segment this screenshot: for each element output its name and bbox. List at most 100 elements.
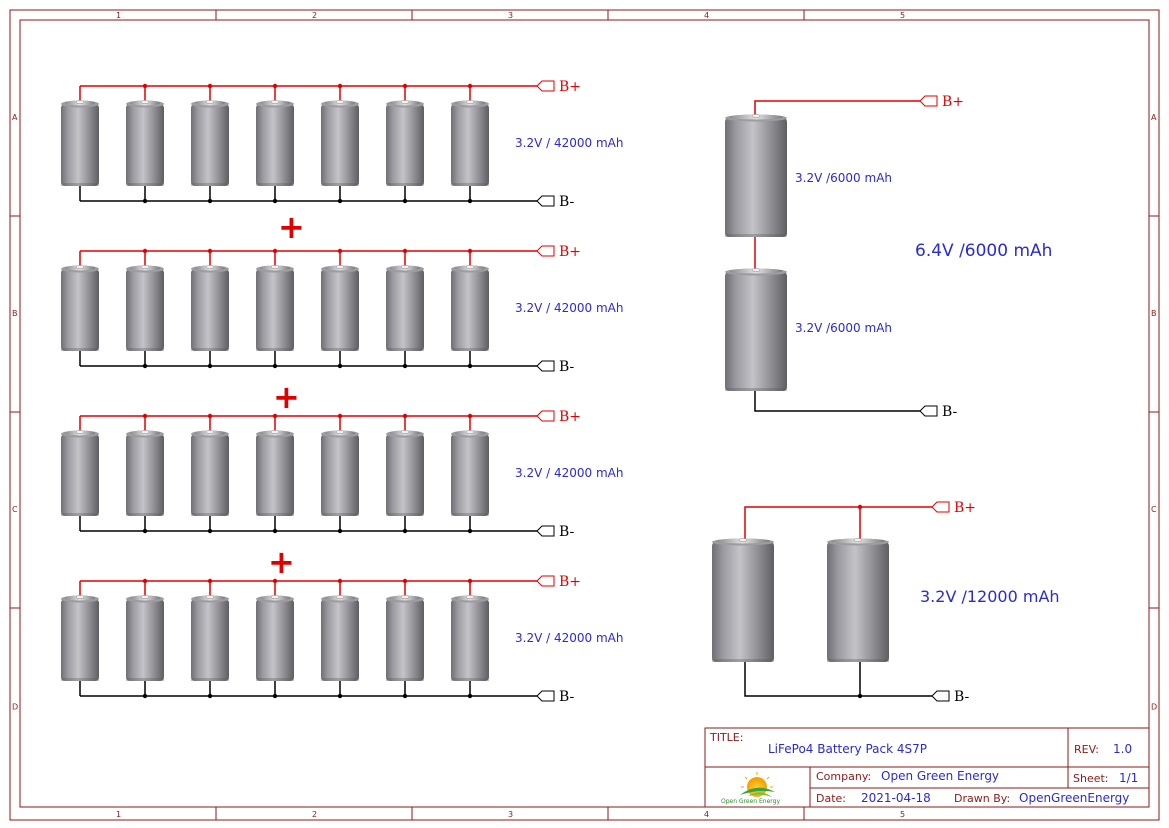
- battery-cell-icon: [451, 430, 489, 516]
- battery-cell-icon: [126, 100, 164, 186]
- positive-terminal-label: B+: [559, 409, 581, 425]
- frame-row-label: B: [12, 309, 18, 318]
- logo-text: Open Green Energy: [721, 798, 780, 805]
- frame-column-label: 2: [312, 810, 317, 819]
- battery-cell-icon: [126, 595, 164, 681]
- negative-terminal-label: B-: [559, 524, 575, 540]
- positive-terminal-label: B+: [559, 244, 581, 260]
- battery-cell-icon: [386, 265, 424, 351]
- battery-cell-icon: [386, 430, 424, 516]
- battery-cell-icon: [712, 538, 774, 662]
- frame-row-label: C: [1151, 505, 1157, 514]
- frame-row-label: A: [12, 113, 18, 122]
- series-total-spec: 6.4V /6000 mAh: [915, 241, 1052, 261]
- battery-cell-icon: [61, 265, 99, 351]
- drawn-by-value: OpenGreenEnergy: [1019, 791, 1129, 805]
- series-example: B+ B- 3.2V /6000 mAh 3.2V /6000 mAh 6.4V /60…: [725, 94, 1052, 420]
- parallel-string: B+ B- 3.2V / 42000 mAh: [61, 244, 623, 375]
- frame-row-label: C: [12, 505, 18, 514]
- negative-terminal: B-: [536, 524, 575, 540]
- frame-column-label: 4: [704, 810, 709, 819]
- negative-terminal-label: B-: [559, 359, 575, 375]
- battery-cell-icon: [256, 265, 294, 351]
- frame-column-label: 3: [508, 11, 513, 20]
- battery-cell-icon: [61, 430, 99, 516]
- battery-cell-icon: [725, 268, 787, 391]
- title-label: TITLE:: [709, 731, 743, 744]
- series-plus-symbol: +: [273, 378, 300, 416]
- series-negative-terminal-label: B-: [942, 404, 958, 420]
- series-plus-symbol: +: [278, 208, 305, 246]
- string-spec-label: 3.2V / 42000 mAh: [515, 301, 623, 315]
- battery-cell-icon: [191, 595, 229, 681]
- date-value: 2021-04-18: [861, 791, 931, 805]
- frame-ticks: [10, 10, 1159, 820]
- frame-column-label: 3: [508, 810, 513, 819]
- drawing-title: LiFePo4 Battery Pack 4S7P: [768, 742, 927, 756]
- series-negative-terminal: B-: [919, 404, 958, 420]
- positive-terminal-label: B+: [559, 574, 581, 590]
- frame-column-label: 1: [116, 810, 121, 819]
- series-cell-top-spec: 3.2V /6000 mAh: [795, 171, 892, 185]
- battery-cell-icon: [61, 100, 99, 186]
- string-spec-label: 3.2V / 42000 mAh: [515, 136, 623, 150]
- rev-label: REV:: [1074, 743, 1099, 756]
- parallel-total-spec: 3.2V /12000 mAh: [920, 587, 1060, 606]
- battery-cell-icon: [451, 595, 489, 681]
- parallel-negative-terminal-label: B-: [954, 689, 970, 705]
- battery-cell-icon: [256, 595, 294, 681]
- company-label: Company:: [816, 770, 871, 783]
- negative-terminal: B-: [536, 689, 575, 705]
- negative-terminal-label: B-: [559, 194, 575, 210]
- parallel-negative-terminal: B-: [931, 689, 970, 705]
- battery-cell-icon: [386, 595, 424, 681]
- frame-column-label: 4: [704, 11, 709, 20]
- string-spec-label: 3.2V / 42000 mAh: [515, 466, 623, 480]
- battery-cell-icon: [191, 265, 229, 351]
- title-block: TITLE: LiFePo4 Battery Pack 4S7P REV: 1.…: [704, 727, 1150, 808]
- drawn-by-label: Drawn By:: [954, 792, 1010, 805]
- negative-terminal: B-: [536, 194, 575, 210]
- positive-terminal: B+: [536, 244, 581, 260]
- sheet-value: 1/1: [1119, 771, 1138, 785]
- positive-terminal: B+: [536, 574, 581, 590]
- series-plus-symbol: +: [268, 543, 295, 581]
- parallel-positive-terminal-label: B+: [954, 500, 976, 516]
- battery-cell-icon: [126, 430, 164, 516]
- positive-terminal: B+: [536, 79, 581, 95]
- battery-cell-icon: [451, 265, 489, 351]
- battery-cell-icon: [256, 100, 294, 186]
- parallel-string: B+ B- 3.2V / 42000 mAh: [61, 574, 623, 705]
- rev-value: 1.0: [1113, 742, 1132, 756]
- frame-row-label: D: [1151, 703, 1157, 712]
- parallel-example: B+ B- 3.2V /12000 mAh: [712, 500, 1060, 705]
- battery-cell-icon: [321, 265, 359, 351]
- series-cell-bottom-spec: 3.2V /6000 mAh: [795, 321, 892, 335]
- battery-cell-icon: [321, 595, 359, 681]
- battery-cell-icon: [827, 538, 889, 662]
- string-spec-label: 3.2V / 42000 mAh: [515, 631, 623, 645]
- date-label: Date:: [816, 792, 846, 805]
- battery-cell-icon: [256, 430, 294, 516]
- battery-cell-icon: [321, 430, 359, 516]
- frame-column-label: 5: [900, 810, 905, 819]
- frame-row-label: B: [1151, 309, 1157, 318]
- positive-terminal-label: B+: [559, 79, 581, 95]
- positive-terminal: B+: [536, 409, 581, 425]
- frame-column-label: 2: [312, 11, 317, 20]
- frame-row-label: D: [12, 703, 18, 712]
- series-positive-terminal-label: B+: [942, 94, 964, 110]
- frame-column-label: 5: [900, 11, 905, 20]
- battery-cell-icon: [61, 595, 99, 681]
- sheet-label: Sheet:: [1073, 772, 1109, 785]
- company-logo: Open Green Energy: [721, 772, 780, 805]
- parallel-string: B+ B- 3.2V / 42000 mAh: [61, 409, 623, 540]
- parallel-positive-terminal: B+: [931, 500, 976, 516]
- negative-terminal: B-: [536, 359, 575, 375]
- series-positive-terminal: B+: [919, 94, 964, 110]
- frame-column-label: 1: [116, 11, 121, 20]
